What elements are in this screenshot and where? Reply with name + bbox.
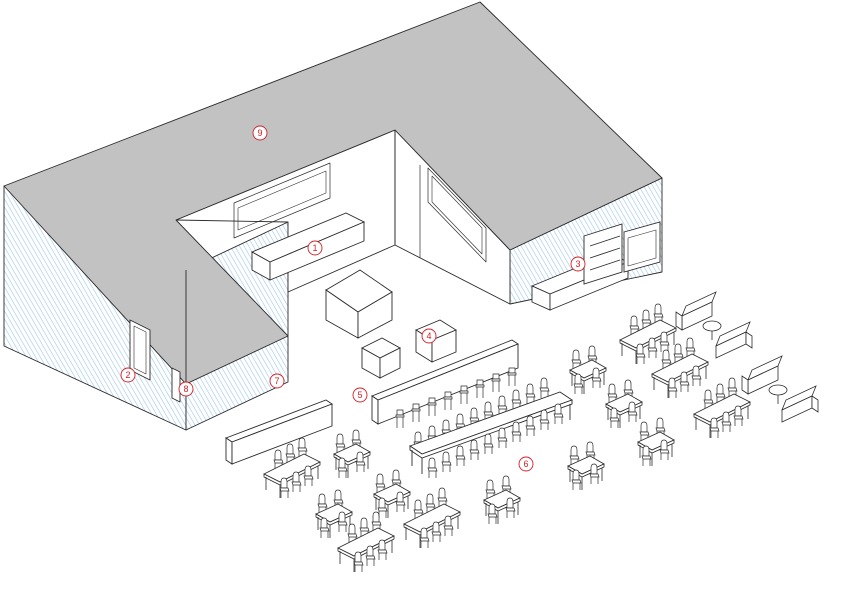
callout-6: 6 — [518, 456, 534, 472]
callout-4: 4 — [421, 328, 437, 344]
svg-text:4: 4 — [426, 331, 431, 341]
svg-text:2: 2 — [125, 370, 130, 380]
long-communal-table — [409, 377, 573, 479]
svg-text:7: 7 — [274, 376, 279, 386]
building — [3, 1, 663, 431]
callout-9: 9 — [252, 125, 268, 141]
roof — [3, 1, 663, 385]
svg-text:8: 8 — [183, 384, 188, 394]
waiting-bench — [225, 399, 333, 465]
callout-2: 2 — [120, 367, 136, 383]
callout-5: 5 — [352, 387, 368, 403]
callout-8: 8 — [178, 381, 194, 397]
callout-3: 3 — [570, 256, 586, 272]
svg-text:9: 9 — [257, 128, 262, 138]
callout-1: 1 — [307, 240, 323, 256]
callouts: 1 2 3 4 5 6 7 8 — [120, 125, 586, 472]
svg-text:5: 5 — [357, 390, 362, 400]
svg-text:3: 3 — [575, 259, 580, 269]
callout-7: 7 — [269, 373, 285, 389]
courtyard-block — [325, 269, 393, 339]
entrance-door — [129, 319, 151, 381]
side-door — [171, 367, 181, 403]
svg-text:1: 1 — [312, 243, 317, 253]
svg-text:6: 6 — [523, 459, 528, 469]
appliance-wall — [530, 221, 661, 311]
